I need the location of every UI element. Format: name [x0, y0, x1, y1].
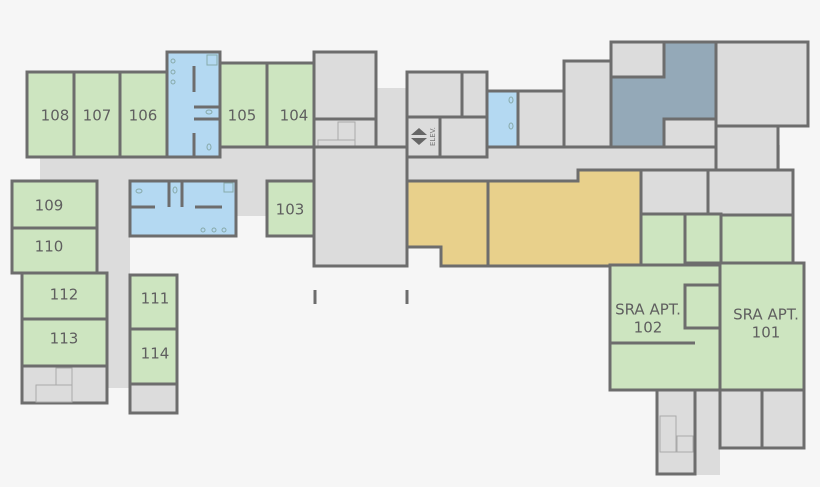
sink-icon — [221, 227, 227, 233]
sink-icon — [200, 227, 206, 233]
room-103[interactable]: 103 — [265, 179, 316, 238]
svg-text:ELEV.: ELEV. — [429, 127, 437, 146]
svg-text:105: 105 — [228, 107, 257, 125]
room — [718, 388, 764, 450]
room — [460, 70, 489, 119]
toilet-icon — [172, 186, 178, 194]
svg-text:SRA APT.: SRA APT. — [733, 306, 799, 324]
toilet-icon — [206, 143, 212, 151]
assembly-hall[interactable] — [405, 168, 643, 268]
room-107[interactable]: 107 — [72, 70, 122, 159]
room-104[interactable]: 104 — [265, 61, 316, 149]
stairwell-east — [655, 388, 697, 476]
room-106[interactable]: 106 — [118, 70, 169, 159]
apartment-entry — [639, 212, 687, 267]
svg-text:104: 104 — [280, 107, 309, 125]
restroom-north[interactable] — [165, 50, 222, 159]
room — [562, 59, 613, 149]
sink-icon — [170, 79, 176, 85]
elevator-icon — [411, 128, 427, 145]
svg-text:106: 106 — [129, 107, 158, 125]
svg-text:SRA APT.: SRA APT. — [615, 301, 681, 319]
storage-room — [128, 382, 179, 415]
room-109[interactable]: 109 — [10, 179, 99, 230]
shower-icon — [206, 54, 218, 66]
restroom-east[interactable] — [485, 89, 520, 149]
svg-text:114: 114 — [141, 345, 170, 363]
svg-text:111: 111 — [141, 290, 170, 308]
svg-text:112: 112 — [50, 286, 79, 304]
room — [438, 115, 489, 159]
room-114[interactable]: 114 — [128, 327, 179, 386]
corridor-south — [695, 390, 720, 475]
stairwell-west — [20, 364, 109, 405]
room-113[interactable]: 113 — [20, 317, 109, 368]
room — [639, 168, 710, 216]
room-110[interactable]: 110 — [10, 226, 99, 275]
svg-text:103: 103 — [276, 201, 305, 219]
elevator[interactable]: ELEV. — [405, 115, 442, 159]
sink-icon — [170, 69, 176, 75]
room — [714, 40, 810, 128]
svg-text:113: 113 — [50, 330, 79, 348]
corridor-nook — [376, 88, 407, 148]
svg-text:101: 101 — [752, 324, 781, 342]
stairs-icon — [35, 367, 73, 403]
toilet-icon — [508, 122, 514, 130]
restroom-south[interactable] — [128, 179, 238, 238]
apartment-bath — [683, 212, 723, 265]
svg-text:102: 102 — [634, 319, 663, 337]
room-112[interactable]: 112 — [20, 271, 109, 321]
lobby — [312, 145, 409, 268]
toilet-icon — [205, 109, 213, 115]
sink-icon — [170, 58, 176, 64]
sra-apt-102[interactable]: SRA APT. 102 — [608, 263, 722, 392]
room-105[interactable]: 105 — [218, 61, 269, 149]
apartment-room — [719, 213, 795, 265]
room — [405, 70, 464, 119]
svg-text:109: 109 — [35, 197, 64, 215]
stairs-icon — [659, 415, 694, 453]
room-108[interactable]: 108 — [25, 70, 76, 159]
room-111[interactable]: 111 — [128, 273, 179, 331]
room — [714, 124, 780, 172]
svg-text:110: 110 — [35, 238, 64, 256]
shower-icon — [223, 182, 234, 193]
room — [516, 89, 566, 149]
room — [706, 168, 795, 217]
room — [760, 388, 806, 450]
svg-text:108: 108 — [41, 107, 70, 125]
sink-icon — [211, 227, 217, 233]
svg-text:107: 107 — [83, 107, 112, 125]
toilet-icon — [508, 96, 514, 104]
stairwell-north — [312, 50, 378, 159]
sra-apt-101[interactable]: SRA APT. 101 — [718, 261, 806, 392]
toilet-icon — [135, 188, 143, 194]
corridor-connector — [236, 181, 267, 216]
